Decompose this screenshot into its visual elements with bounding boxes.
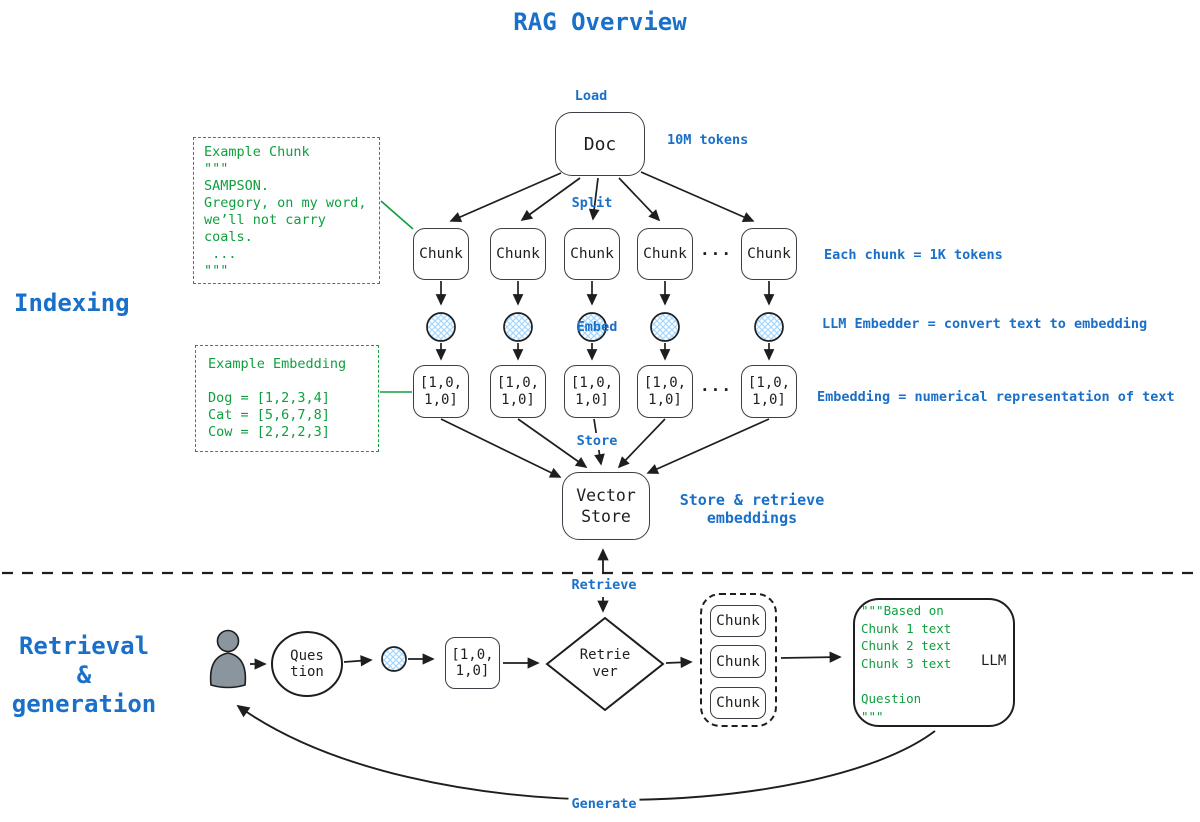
retriever-diamond xyxy=(545,616,665,712)
retrieval-flow-arrows xyxy=(250,651,842,670)
query-embedding-node: [1,0, 1,0] xyxy=(445,637,500,689)
question-label: Ques tion xyxy=(290,648,324,680)
generate-label: Generate xyxy=(568,796,640,813)
retrieved-chunk-node: Chunk xyxy=(710,605,766,637)
llm-node xyxy=(853,598,1015,727)
embedding-node: [1,0, 1,0] xyxy=(564,365,620,418)
doc-note: 10M tokens xyxy=(667,132,749,148)
retriever-label: Retrie ver xyxy=(579,647,631,680)
doc-node: Doc xyxy=(555,112,645,176)
indexing-section-label: Indexing xyxy=(14,289,130,317)
embedder-circle-icons xyxy=(426,312,784,342)
query-embedder-circle-icon xyxy=(381,646,407,672)
doc-to-chunk-arrows xyxy=(449,171,755,222)
embed-label: Embed xyxy=(576,319,618,335)
question-ellipse xyxy=(271,631,343,697)
llm-label: LLM xyxy=(981,653,1007,669)
retrieval-section-label: Retrieval & generation xyxy=(11,632,157,718)
generate-arrow xyxy=(236,704,936,801)
load-label: Load xyxy=(574,88,608,104)
chunk-node: Chunk xyxy=(564,228,620,280)
chunk-node: Chunk xyxy=(637,228,693,280)
retrieved-chunks-container xyxy=(700,593,777,727)
vector-store-note: Store & retrieve embeddings xyxy=(679,491,825,527)
vector-store-node: Vector Store xyxy=(562,472,650,540)
page-title: RAG Overview xyxy=(513,8,687,36)
embedding-node: [1,0, 1,0] xyxy=(490,365,546,418)
chunk-node: Chunk xyxy=(413,228,469,280)
retrieved-chunk-node: Chunk xyxy=(710,687,766,719)
retrieve-label: Retrieve xyxy=(571,577,637,593)
chunk-to-embedder-arrows xyxy=(435,281,775,306)
embedder-note: LLM Embedder = convert text to embedding xyxy=(822,316,1148,332)
example-connector-lines xyxy=(380,200,414,393)
store-label: Store xyxy=(573,433,621,450)
chunk-node: Chunk xyxy=(741,228,797,280)
chunk-ellipsis: ... xyxy=(700,240,732,259)
embedding-note: Embedding = numerical representation of … xyxy=(817,389,1175,405)
llm-prompt-text: """Based on Chunk 1 text Chunk 2 text Ch… xyxy=(861,603,952,724)
example-chunk-box: Example Chunk """ SAMPSON. Gregory, on m… xyxy=(193,137,380,284)
embedding-node: [1,0, 1,0] xyxy=(741,365,797,418)
example-embedding-box: Example Embedding Dog = [1,2,3,4] Cat = … xyxy=(195,345,379,452)
person-icon xyxy=(209,629,247,689)
embedding-node: [1,0, 1,0] xyxy=(413,365,469,418)
embedding-ellipsis: ... xyxy=(700,376,732,395)
split-label: Split xyxy=(571,195,613,211)
embedder-to-embedding-arrows xyxy=(435,343,775,361)
chunk-node: Chunk xyxy=(490,228,546,280)
embedding-node: [1,0, 1,0] xyxy=(637,365,693,418)
chunk-note: Each chunk = 1K tokens xyxy=(824,247,1003,263)
retrieved-chunk-node: Chunk xyxy=(710,645,766,678)
